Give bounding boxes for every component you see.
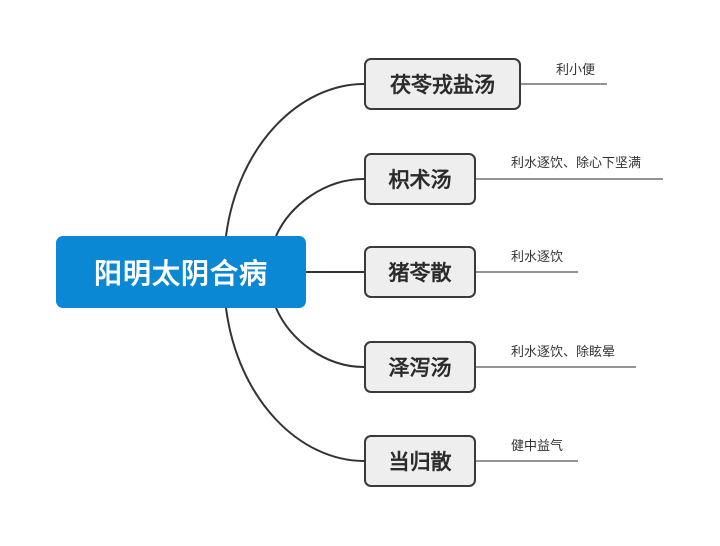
root-topic-label: 阳明太阴合病: [93, 257, 268, 290]
branch-topic-label: 枳术汤: [388, 168, 452, 192]
connector-to-branch-1: [225, 83, 365, 237]
connector-to-branch-4: [275, 307, 365, 368]
branch-topic-4[interactable]: 泽泻汤: [364, 341, 476, 393]
branch-topic-label: 泽泻汤: [388, 356, 452, 380]
note-label-5[interactable]: 健中益气: [511, 439, 564, 454]
branch-topic-1[interactable]: 茯苓戎盐汤: [364, 58, 521, 110]
connector-to-branch-2: [275, 178, 365, 237]
branch-topic-label: 猪苓散: [388, 261, 452, 285]
branch-topic-label: 当归散: [388, 450, 452, 474]
branch-topic-5[interactable]: 当归散: [364, 435, 476, 487]
branch-topic-3[interactable]: 猪苓散: [364, 246, 476, 298]
note-label-1[interactable]: 利小便: [556, 63, 596, 78]
connector-to-branch-5: [225, 307, 365, 462]
branch-topic-label: 茯苓戎盐汤: [390, 73, 495, 97]
branch-topic-2[interactable]: 枳术汤: [364, 153, 476, 205]
note-label-4[interactable]: 利水逐饮、除眩晕: [511, 345, 616, 360]
note-label-2[interactable]: 利水逐饮、除心下坚满: [511, 156, 642, 171]
root-topic[interactable]: 阳明太阴合病: [56, 236, 306, 308]
note-label-3[interactable]: 利水逐饮: [511, 250, 564, 265]
